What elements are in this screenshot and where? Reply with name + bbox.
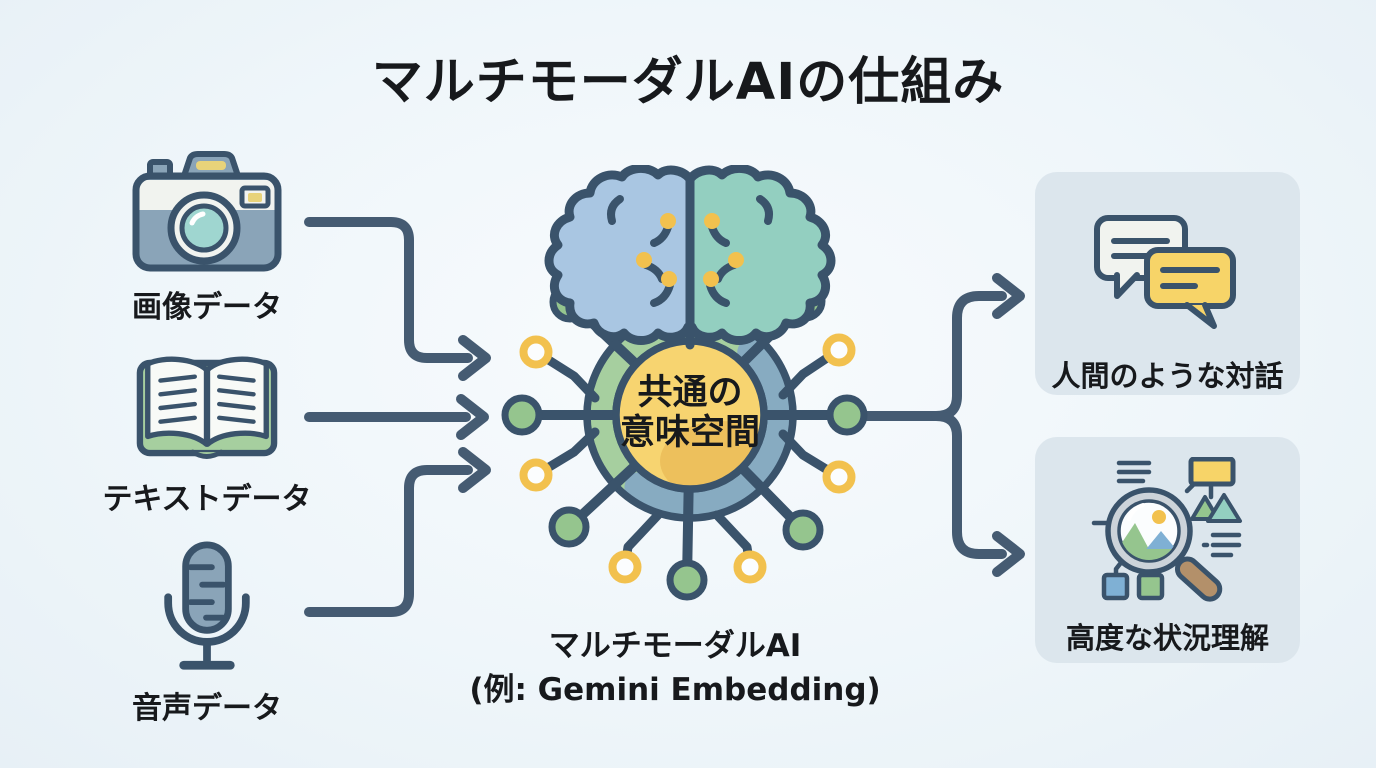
arrow-text-to-hub — [304, 394, 489, 440]
input-item-text: テキストデータ — [92, 352, 322, 518]
arrow-hub-to-outputs — [856, 273, 1025, 577]
brain-icon — [544, 165, 836, 350]
hub-core-line2: 意味空間 — [619, 413, 760, 453]
chat-bubbles-icon — [1094, 215, 1236, 329]
hub-caption-line2: (例: Gemini Embedding) — [469, 672, 881, 708]
hub-caption-line1: マルチモーダルAI — [548, 628, 802, 664]
hub-amber-nodes — [519, 333, 856, 584]
hub-core-line1: 共通の — [637, 373, 743, 413]
magnifier-analysis-icon — [1091, 457, 1242, 602]
page-title: マルチモーダルAIの仕組み — [371, 53, 1005, 112]
hub-caption: マルチモーダルAI (例: Gemini Embedding) — [425, 624, 925, 712]
output-label-dialogue: 人間のような対話 — [1051, 359, 1284, 393]
hub-core-label: 共通の 意味空間 — [570, 373, 810, 453]
output-card-dialogue: 人間のような対話 — [1035, 172, 1300, 395]
brain-synapse-dots — [636, 213, 744, 287]
output-card-understanding: 高度な状況理解 — [1035, 437, 1300, 663]
input-label-image: 画像データ — [132, 290, 282, 325]
output-label-understanding: 高度な状況理解 — [1065, 621, 1269, 655]
semantic-space-hub-icon — [501, 165, 868, 601]
input-label-audio: 音声データ — [132, 691, 282, 726]
microphone-icon — [164, 541, 250, 670]
arrow-audio-to-hub — [304, 447, 491, 617]
input-label-text: テキストデータ — [102, 482, 312, 517]
input-item-image: 画像データ — [92, 150, 322, 326]
open-book-icon — [136, 356, 278, 459]
arrow-image-to-hub — [304, 217, 491, 381]
input-item-audio: 音声データ — [92, 541, 322, 727]
camera-icon — [132, 151, 282, 272]
